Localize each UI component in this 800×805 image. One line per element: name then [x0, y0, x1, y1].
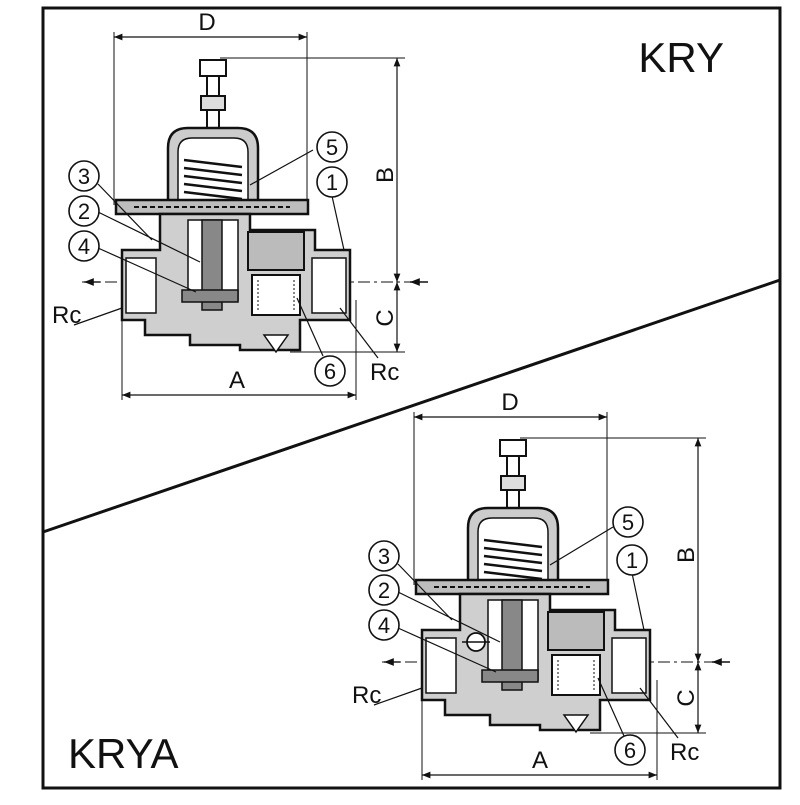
part-callout-5: 5	[316, 131, 348, 163]
part-callout-1: 1	[616, 544, 648, 576]
dim-label-d: D	[501, 389, 518, 416]
diagonal-divider	[42, 278, 781, 534]
svg-text:3: 3	[378, 544, 390, 569]
part-callout-4: 4	[68, 230, 100, 262]
outer-frame	[41, 6, 782, 790]
title-krya: KRYA	[68, 730, 179, 777]
svg-text:5: 5	[622, 510, 634, 535]
svg-text:2: 2	[78, 199, 90, 224]
dim-label-a: A	[229, 367, 245, 394]
title-kry: KRY	[638, 34, 724, 81]
svg-text:1: 1	[626, 548, 638, 573]
part-callout-5: 5	[612, 506, 644, 538]
part-callout-6: 6	[314, 355, 346, 387]
svg-text:1: 1	[326, 170, 338, 195]
port-label-rc-outlet: Rc	[670, 739, 699, 766]
dim-label-c: C	[372, 309, 399, 326]
svg-text:4: 4	[378, 613, 390, 638]
dim-label-d: D	[198, 9, 215, 36]
part-callout-4: 4	[368, 609, 400, 641]
part-callout-1: 1	[316, 166, 348, 198]
svg-text:4: 4	[78, 234, 90, 259]
svg-text:6: 6	[324, 359, 336, 384]
svg-text:2: 2	[378, 578, 390, 603]
svg-text:5: 5	[326, 135, 338, 160]
part-callout-3: 3	[368, 540, 400, 572]
dim-label-b: B	[673, 547, 700, 563]
part-callout-6: 6	[614, 734, 646, 766]
port-label-rc-inlet: Rc	[352, 682, 381, 709]
part-callout-2: 2	[68, 195, 100, 227]
dim-label-a: A	[532, 747, 548, 774]
part-callout-2: 2	[368, 574, 400, 606]
port-label-rc-inlet: Rc	[52, 302, 81, 329]
dim-label-b: B	[372, 167, 399, 183]
svg-text:3: 3	[78, 164, 90, 189]
valve-kry-drawing: D B C A	[52, 9, 428, 400]
svg-text:6: 6	[624, 738, 636, 763]
part-callout-3: 3	[68, 160, 100, 192]
port-label-rc-outlet: Rc	[370, 359, 399, 386]
dim-label-c: C	[673, 689, 700, 706]
valve-krya-drawing: D B C A	[352, 389, 730, 780]
